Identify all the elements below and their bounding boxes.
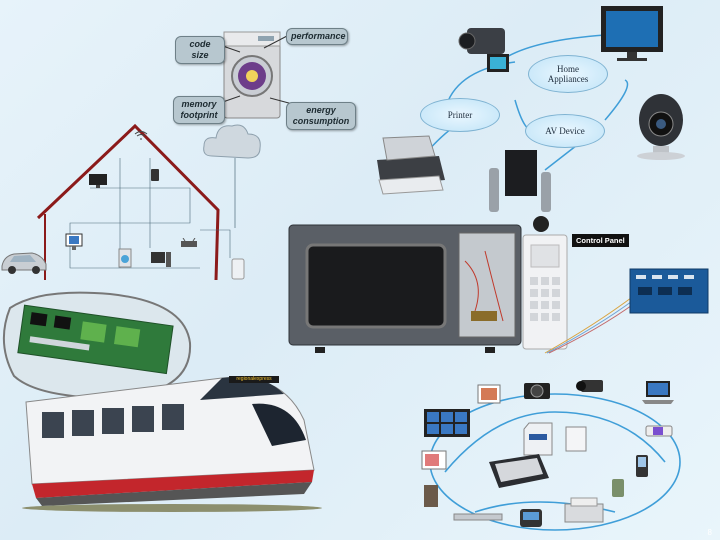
microwave-oven-icon: [288, 224, 522, 353]
washer-metrics-cluster: code size performance memory footprint e…: [172, 22, 356, 134]
tv-icon: [89, 174, 107, 188]
metric-energy-consumption: energy consumption: [286, 102, 356, 130]
printer-icon: [377, 135, 445, 195]
dvd-player-icon: [453, 513, 503, 521]
photo-frame-icon: [477, 384, 501, 404]
tablet-icon: [424, 485, 438, 507]
oval-printer: Printer: [420, 98, 500, 132]
wifi-icon: [134, 131, 148, 140]
oval-av-device: AV Device: [525, 114, 605, 148]
webcam-icon: [637, 94, 685, 160]
keypad-board-icon: [522, 234, 568, 350]
consumer-devices-cluster: [415, 372, 705, 537]
camera-phone-icon: [421, 450, 447, 470]
phone-small-icon: [612, 479, 624, 497]
oval-home-appliances: Home Appliances: [528, 55, 608, 93]
car-icon: [1, 252, 47, 274]
usb-key-icon: [645, 425, 673, 437]
control-circuit-board-icon: [629, 268, 709, 314]
router-icon: [181, 238, 197, 247]
speaker-system-icon: [489, 150, 551, 232]
control-panel-label: Control Panel: [572, 234, 629, 247]
tv-grid-icon: [424, 409, 470, 437]
metric-performance: performance: [286, 28, 348, 45]
flat-tv-icon: [601, 6, 663, 61]
home-network-diagram: Home Appliances Printer AV Device: [365, 0, 720, 232]
washer-small-icon: [118, 248, 132, 268]
train-destination-sign: regionalexpress: [229, 376, 279, 383]
camcorder-icon: [458, 28, 509, 72]
cloud-icon: [203, 124, 261, 159]
media-player-icon: [520, 509, 542, 527]
laptop-icon: [642, 381, 674, 404]
smart-home-diagram: [0, 118, 265, 288]
camera-icon: [524, 383, 550, 399]
video-camera-icon: [576, 380, 603, 392]
train-icon: [22, 376, 322, 512]
metric-code-size: code size: [175, 36, 225, 64]
phone-icon: [151, 169, 159, 181]
memory-card-icon: [565, 426, 587, 452]
cloud-link: [234, 158, 236, 228]
computer-icon: [151, 252, 171, 267]
air-conditioner-icon: [231, 258, 245, 280]
sd-card-icon: [523, 422, 553, 456]
phone-device-icon: [636, 455, 648, 477]
metric-memory-footprint: memory footprint: [173, 96, 225, 124]
circuit-board-bubble: [2, 291, 201, 402]
page-number: 8: [707, 528, 712, 537]
microwave-section: Control Panel: [285, 215, 720, 365]
multifunction-printer-icon: [564, 497, 604, 523]
control-wires: [544, 294, 636, 354]
card-reader-icon: [489, 454, 549, 488]
monitor-icon: [65, 233, 83, 250]
